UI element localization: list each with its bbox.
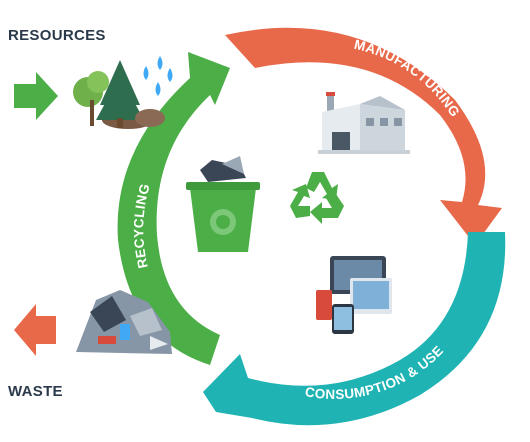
recycle-symbol-icon	[290, 172, 344, 224]
waste-arrow	[14, 304, 56, 356]
trees-icon	[73, 60, 165, 129]
recycling-arc	[117, 52, 230, 365]
resources-arrow	[14, 72, 58, 120]
recycle-bin-icon	[186, 156, 260, 252]
consumption-use-arc	[203, 232, 506, 426]
electronics-icon	[316, 256, 392, 334]
factory-icon	[318, 92, 410, 154]
manufacturing-arc	[225, 27, 502, 245]
trash-pile-icon	[76, 290, 172, 354]
water-drops-icon	[143, 56, 173, 96]
resources-label: RESOURCES	[8, 27, 106, 44]
waste-label: WASTE	[8, 383, 63, 400]
